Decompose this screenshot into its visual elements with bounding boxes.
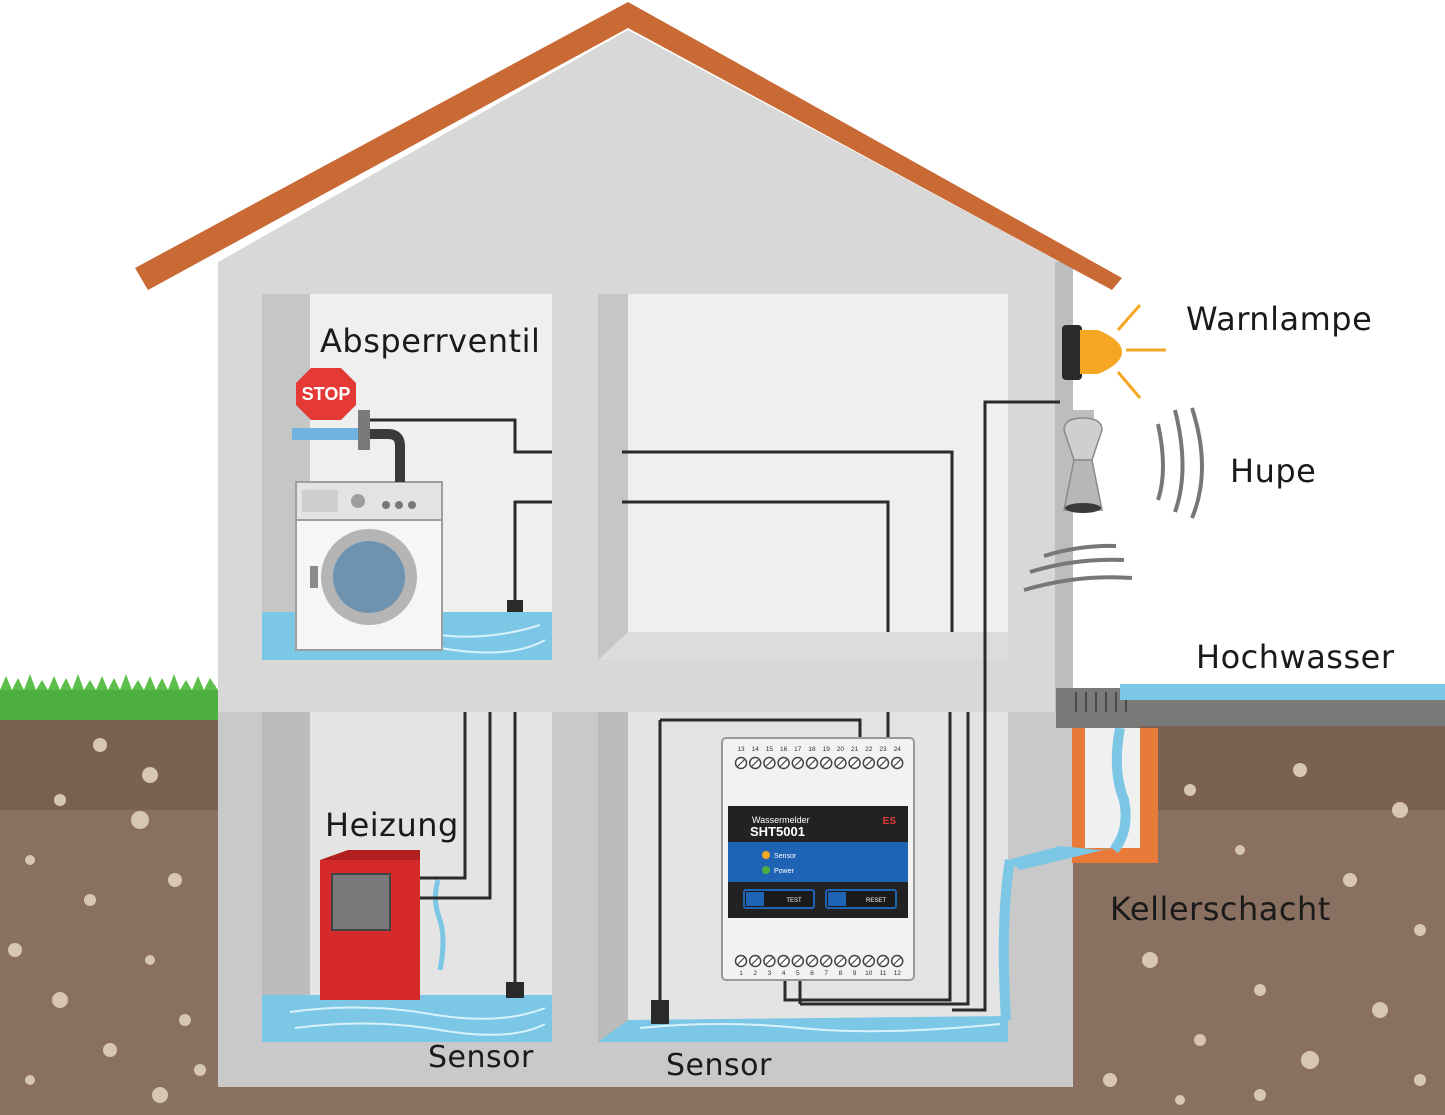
terminal-screw-slot (808, 957, 816, 965)
terminal-screw-slot (864, 759, 873, 767)
valve-body (358, 410, 370, 450)
device-terminals-top: 13 14 15 16 17 18 19 20 21 22 23 24 (734, 746, 904, 770)
device-logo: ES (883, 816, 897, 827)
terminal-number: 12 (894, 970, 902, 977)
terminal-screw-slot (850, 759, 859, 767)
terminal-number: 8 (839, 970, 843, 977)
label-warnlampe: Warnlampe (1186, 300, 1373, 338)
terminal-screw-slot (879, 759, 887, 767)
terminal-screw-slot (779, 759, 788, 767)
device-led-sensor-label: Sensor (774, 853, 797, 860)
label-sensor-left: Sensor (428, 1040, 534, 1075)
label-kellerschacht: Kellerschacht (1110, 890, 1331, 928)
terminal-number: 16 (780, 746, 788, 753)
device-sht5001 (721, 737, 915, 981)
terminal-number: 5 (796, 970, 800, 977)
terminal-screw-slot (793, 957, 802, 965)
water-basement-right-waves (639, 1023, 1001, 1033)
terminal-screw-slot (765, 957, 774, 965)
terminal-number: 14 (752, 746, 760, 753)
terminal-number: 17 (794, 746, 802, 753)
device-reset-button-label: RESET (866, 898, 886, 904)
heater (320, 850, 420, 1000)
terminal-screw-slot (836, 759, 845, 767)
terminal-screw-slot (879, 957, 887, 965)
grass-blades (0, 674, 218, 690)
grass-strip (0, 690, 218, 720)
terminal-screw-slot (822, 957, 831, 965)
terminal-screw-slot (836, 957, 845, 965)
soil-pebbles (8, 738, 1426, 1105)
terminal-number: 11 (880, 970, 887, 977)
heater-leak (432, 879, 446, 971)
water-basement-left-waves (289, 1006, 546, 1036)
terminal-number: 15 (766, 746, 774, 753)
terminal-number: 18 (808, 746, 816, 753)
terminal-screw-slot (893, 759, 902, 767)
terminal-number: 13 (737, 746, 745, 753)
warning-lamp (1062, 304, 1166, 399)
water-pipe (292, 428, 362, 440)
device-model: SHT5001 (750, 824, 805, 839)
device-led-power-label: Power (774, 868, 795, 875)
terminal-number: 10 (865, 970, 873, 977)
terminal-screw-slot (779, 957, 788, 965)
terminal-screw-slot (737, 759, 745, 767)
label-sensor-right: Sensor (666, 1048, 772, 1083)
valve-hose (360, 429, 405, 482)
terminal-screw-slot (893, 957, 902, 965)
terminal-screw-slot (822, 759, 831, 767)
cellar-shaft (998, 684, 1445, 1021)
label-heizung: Heizung (325, 806, 459, 844)
terminal-number: 3 (768, 970, 772, 977)
washing-machine (295, 481, 443, 651)
terminal-number: 2 (753, 970, 757, 977)
terminal-number: 23 (879, 746, 887, 753)
room-upper-right (598, 294, 1008, 660)
terminal-number: 6 (810, 970, 814, 977)
terminal-screw-slot (737, 957, 745, 965)
horn (1023, 407, 1204, 592)
wiring (370, 400, 1060, 1012)
stop-sign-text: STOP (302, 384, 351, 404)
device-brand-line: Wassermelder (752, 815, 810, 825)
room-basement-right-side (598, 712, 628, 1042)
terminal-number: 21 (851, 746, 859, 753)
terminal-screw-slot (751, 957, 760, 965)
terminal-screw-slot (808, 759, 816, 767)
device-test-button-label: TEST (786, 898, 802, 904)
label-hochwasser: Hochwasser (1196, 638, 1395, 676)
water-basement-left (262, 995, 552, 1042)
terminal-number: 1 (739, 970, 743, 977)
label-absperrventil: Absperrventil (320, 322, 541, 360)
terminal-screw-slot (751, 759, 760, 767)
terminal-screw-slot (850, 957, 859, 965)
room-upper-right-side (598, 294, 628, 660)
terminal-number: 4 (782, 970, 786, 977)
terminal-number: 7 (824, 970, 828, 977)
room-upper-right-floor (598, 632, 1008, 660)
terminal-number: 9 (853, 970, 857, 977)
room-basement-left-side (262, 712, 310, 1042)
sensor-probe-upper (507, 600, 523, 612)
terminal-number: 19 (823, 746, 831, 753)
terminal-number: 24 (894, 746, 902, 753)
terminal-screw-slot (793, 759, 802, 767)
sensor-probe-basement-left (506, 982, 524, 998)
terminal-screw-slot (864, 957, 873, 965)
terminal-number: 20 (837, 746, 845, 753)
terminal-screw-slot (765, 759, 774, 767)
label-hupe: Hupe (1230, 452, 1317, 490)
sensor-probe-basement-right (651, 1000, 669, 1024)
terminal-number: 22 (865, 746, 873, 753)
stop-sign: STOP (296, 368, 356, 420)
